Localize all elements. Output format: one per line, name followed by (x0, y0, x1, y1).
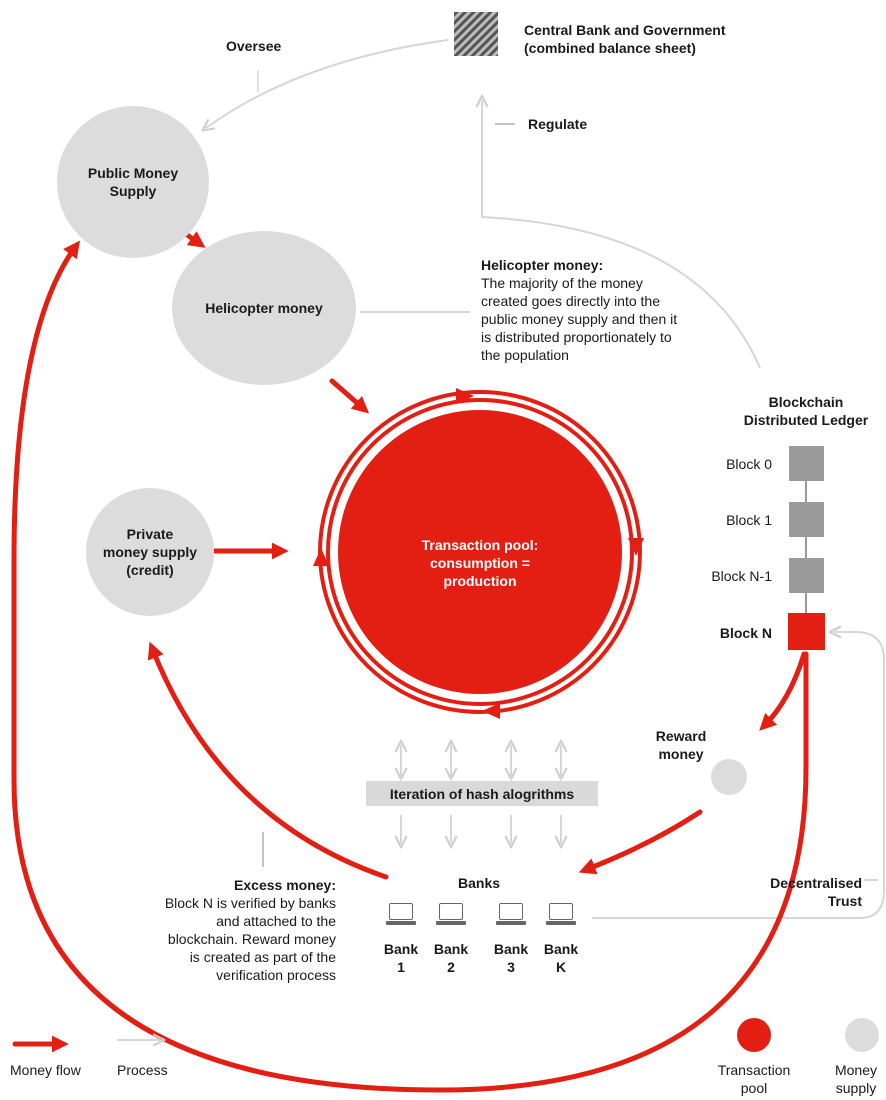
reward-money-line1: Reward (655, 728, 707, 744)
legend-transaction-pool-swatch (737, 1018, 771, 1052)
legend-money-flow-label: Money flow (10, 1062, 81, 1078)
block-0-label: Block 0 (726, 456, 772, 472)
blockchain-title: Blockchain Distributed Ledger (726, 393, 886, 429)
helicopter-to-pool-arrow (329, 378, 370, 414)
public-money-line1: Public Money (87, 165, 179, 181)
helicopter-node-label: Helicopter money (205, 300, 323, 316)
banks-to-private-arrow (147, 641, 389, 880)
bank-k-laptop-icon (546, 903, 576, 927)
excess-note-line2: and attached to the (216, 913, 336, 929)
bank-3-laptop-icon (496, 903, 526, 927)
central-bank-line2: (combined balance sheet) (524, 40, 696, 56)
block-n-1-square (789, 558, 824, 593)
central-bank-square (454, 12, 498, 56)
helicopter-note-line3: public money supply and then it (481, 311, 678, 327)
ring-arrowheads (313, 388, 644, 719)
decentralised-trust-label: Decentralised Trust (720, 874, 862, 910)
bank-2-laptop-icon (436, 903, 466, 927)
excess-note-line4: is created as part of the (189, 949, 336, 965)
central-bank-label: Central Bank and Government (combined ba… (524, 21, 726, 57)
bank-3-line1: Bank (493, 941, 529, 957)
bank-k-label: Bank K (541, 940, 581, 976)
block-1-label: Block 1 (726, 512, 772, 528)
excess-money-note: Excess money: Block N is verified by ban… (120, 876, 336, 984)
bank-3-label: Bank 3 (491, 940, 531, 976)
block-n-square (788, 613, 825, 650)
bank-2-label: Bank 2 (431, 940, 471, 976)
decentralised-line1: Decentralised (770, 875, 862, 891)
transaction-pool-line3: production (443, 573, 517, 589)
legend-process-label: Process (117, 1062, 168, 1078)
legend-transaction-pool-label: Transaction pool (714, 1061, 794, 1097)
hash-arrows (401, 745, 561, 843)
legend-money-supply-line1: Money (834, 1062, 878, 1078)
bank-1-line1: Bank (383, 941, 419, 957)
legend-transaction-line2: pool (740, 1080, 768, 1096)
trust-to-blockn-line (592, 632, 885, 919)
central-bank-line1: Central Bank and Government (524, 22, 726, 38)
bank-3-line2: 3 (507, 959, 515, 975)
helicopter-note-line5: the population (481, 347, 569, 363)
blockchain-title-line2: Distributed Ledger (743, 412, 869, 428)
hash-iteration-bar: Iteration of hash alogrithms (366, 781, 598, 806)
block-0-square (789, 446, 824, 481)
helicopter-note-title: Helicopter money: (481, 257, 604, 273)
bank-1-label: Bank 1 (381, 940, 421, 976)
private-money-line3: (credit) (126, 562, 174, 578)
helicopter-money-node: Helicopter money (172, 231, 356, 385)
bank-2-line2: 2 (447, 959, 455, 975)
helicopter-note-line1: The majority of the money (481, 275, 643, 291)
reward-money-circle (711, 759, 747, 795)
excess-note-title: Excess money: (234, 877, 336, 893)
public-money-line2: Supply (109, 183, 157, 199)
oversee-line (206, 39, 449, 128)
excess-note-line1: Block N is verified by banks (164, 895, 336, 911)
helicopter-note: Helicopter money: The majority of the mo… (481, 256, 677, 364)
bank-1-line2: 1 (397, 959, 405, 975)
bank-2-line1: Bank (433, 941, 469, 957)
big-loop-arrow (11, 240, 809, 1093)
private-money-line2: money supply (102, 544, 198, 560)
excess-note-line5: verification process (216, 967, 336, 983)
regulate-line (482, 100, 761, 369)
legend-transaction-line1: Transaction (717, 1062, 791, 1078)
regulate-label: Regulate (528, 116, 588, 132)
reward-money-line2: money (658, 746, 704, 762)
hash-iteration-label: Iteration of hash alogrithms (389, 785, 575, 802)
bank-k-line2: K (555, 959, 567, 975)
legend-money-supply-label: Money supply (826, 1061, 886, 1097)
transaction-pool-line1: Transaction pool: (421, 537, 539, 553)
banks-title: Banks (458, 875, 501, 891)
block-1-square (789, 502, 824, 537)
blockchain-title-line1: Blockchain (768, 394, 844, 410)
transaction-pool-label: Transaction pool: consumption = producti… (380, 536, 580, 590)
transaction-pool-core (338, 410, 622, 694)
excess-note-line3: blockchain. Reward money (167, 931, 336, 947)
transaction-pool-line2: consumption = (430, 555, 530, 571)
block-n-1-label: Block N-1 (711, 568, 772, 584)
bank-k-line1: Bank (543, 941, 579, 957)
block-n-label: Block N (719, 625, 772, 641)
blockn-to-reward-arrow (759, 651, 807, 731)
reward-to-banks-arrow (578, 809, 703, 875)
private-money-supply-node: Private money supply (credit) (86, 488, 214, 616)
helicopter-note-line4: is distributed proportionately to (481, 329, 672, 345)
reward-money-label: Reward money (641, 727, 721, 763)
oversee-label: Oversee (226, 38, 282, 54)
legend-money-supply-swatch (845, 1018, 879, 1052)
bank-1-laptop-icon (386, 903, 416, 927)
helicopter-note-line2: created goes directly into the (481, 293, 660, 309)
private-money-line1: Private (126, 526, 174, 542)
legend-money-supply-line2: supply (835, 1080, 877, 1096)
decentralised-line2: Trust (827, 893, 862, 909)
